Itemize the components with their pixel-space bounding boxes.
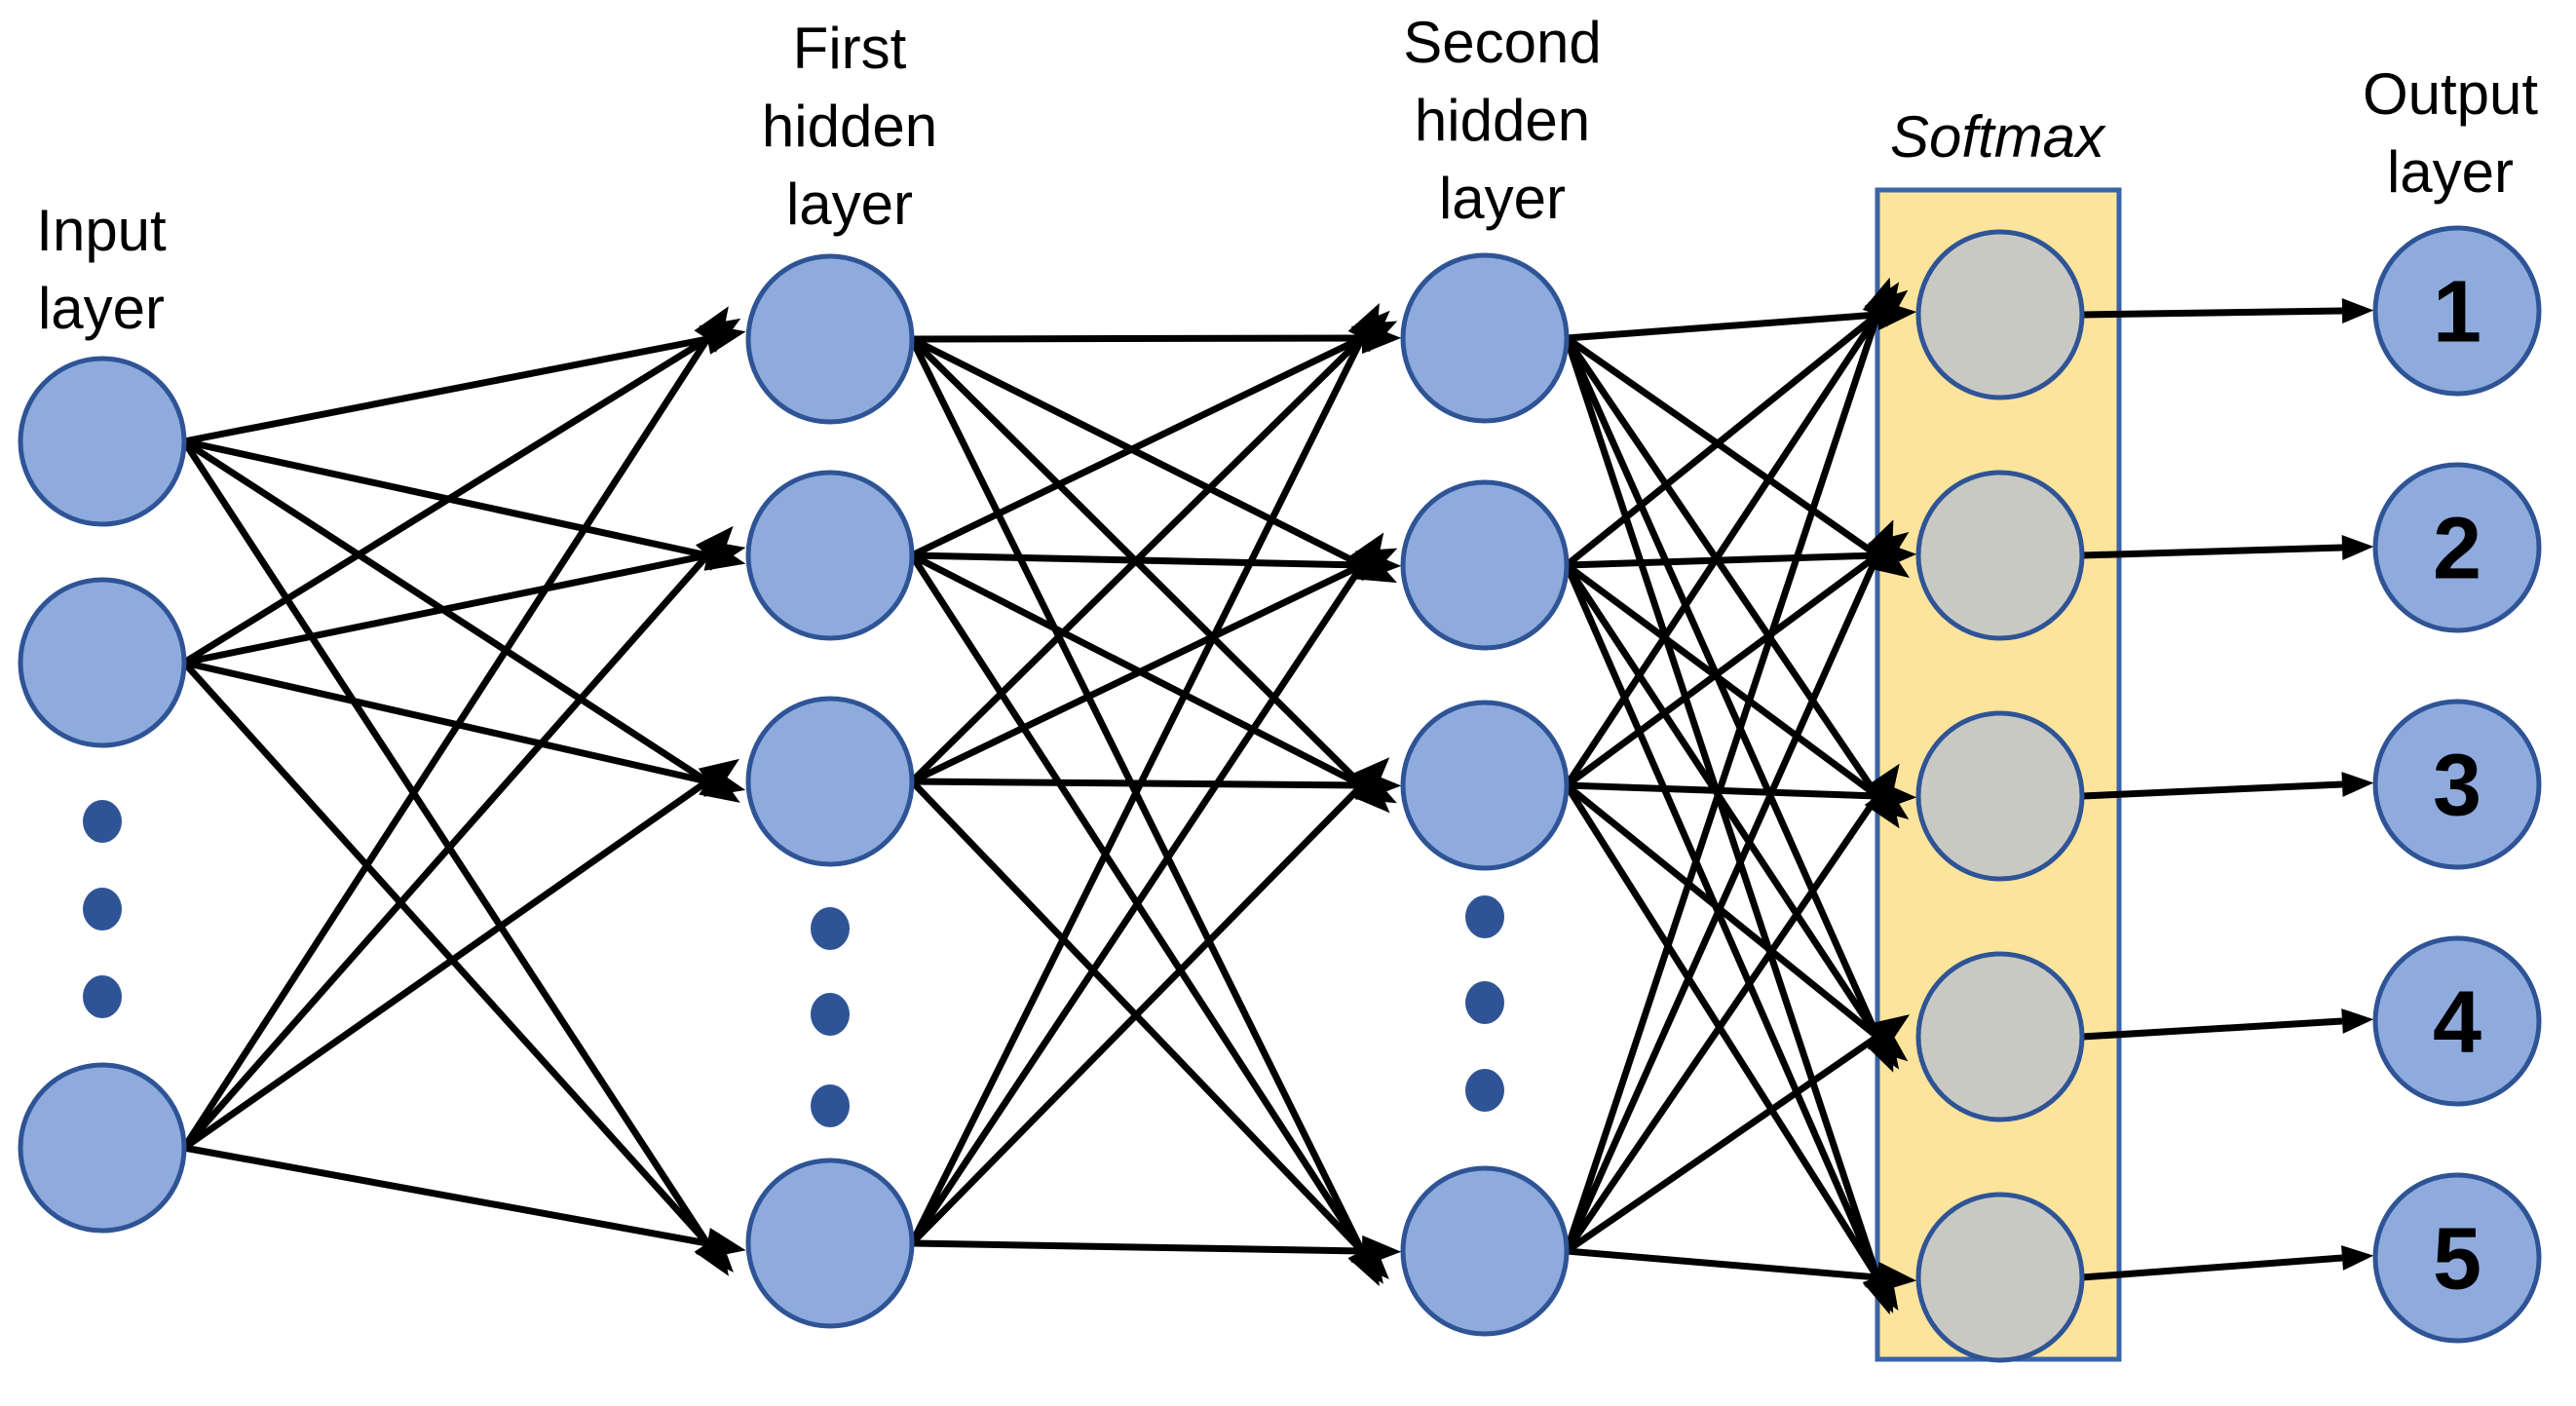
edges-softmax-output <box>2081 298 2374 1281</box>
edge-input-hidden1 <box>181 439 729 1276</box>
edge-hidden1-hidden2 <box>909 532 1384 1245</box>
edge-softmax-output <box>2081 772 2374 800</box>
input-ellipsis-dot-3 <box>83 975 122 1018</box>
second-hidden-layer-label: Second hidden layer <box>1403 10 1602 231</box>
input-node-3 <box>18 1062 187 1234</box>
edge-input-hidden1 <box>181 306 729 1150</box>
output-node-5 <box>2372 1172 2542 1344</box>
softmax-node-4 <box>1915 951 2085 1122</box>
softmax-label: Softmax <box>1889 104 2105 170</box>
edge-hidden1-hidden2 <box>911 322 1402 355</box>
edge-softmax-output <box>2081 1245 2374 1281</box>
output-layer-label: Output layer <box>2362 61 2539 205</box>
edge-hidden1-hidden2 <box>909 757 1390 1246</box>
input-node-2 <box>18 577 187 748</box>
edge-softmax-output <box>2081 535 2374 560</box>
hidden2-node-2 <box>1400 479 1570 651</box>
input-ellipsis-dot-2 <box>83 888 122 931</box>
hidden1-node-4 <box>745 1158 915 1329</box>
softmax-node-5 <box>1915 1192 2085 1363</box>
edge-input-hidden1 <box>183 1144 746 1259</box>
output-node-3 <box>2372 699 2542 870</box>
hidden1-node-3 <box>745 696 915 867</box>
edge-input-hidden1 <box>183 323 746 445</box>
edge-hidden2-softmax <box>1563 336 1893 1315</box>
edge-hidden2-softmax <box>1564 282 1900 787</box>
softmax-node-1 <box>1915 229 2085 400</box>
hidden1-ellipsis-dot-2 <box>811 993 850 1036</box>
hidden1-ellipsis-dot-1 <box>811 907 850 950</box>
output-node-1 <box>2372 225 2542 397</box>
edges-hidden1-hidden2 <box>908 302 1402 1287</box>
edge-input-hidden1 <box>181 758 739 1151</box>
hidden2-node-4 <box>1400 1165 1570 1337</box>
edge-softmax-output <box>2081 298 2374 323</box>
input-layer-label: Input layer <box>36 198 167 341</box>
edge-hidden2-softmax <box>1564 763 1900 1253</box>
edge-hidden2-softmax <box>1566 298 1917 342</box>
edge-hidden1-hidden2 <box>910 548 1398 785</box>
output-node-2 <box>2372 462 2542 633</box>
hidden2-ellipsis-dot-2 <box>1465 981 1504 1024</box>
output-node-label-4: 4 <box>2433 974 2481 1072</box>
hidden2-node-3 <box>1400 700 1570 871</box>
edge-hidden2-softmax <box>1564 563 1900 1070</box>
edge-hidden2-softmax <box>1563 277 1893 1253</box>
edge-hidden1-hidden2 <box>910 321 1398 559</box>
hidden2-ellipsis-dot-3 <box>1465 1069 1504 1112</box>
edge-hidden1-hidden2 <box>911 1235 1402 1268</box>
edge-hidden1-hidden2 <box>909 310 1390 784</box>
output-node-label-1: 1 <box>2433 264 2481 361</box>
edge-hidden2-softmax <box>1564 336 1900 829</box>
hidden1-node-1 <box>745 253 915 425</box>
hidden1-ellipsis-dot-3 <box>811 1084 850 1127</box>
output-node-label-5: 5 <box>2433 1211 2481 1309</box>
edge-input-hidden1 <box>183 659 746 797</box>
edge-hidden2-softmax <box>1564 532 1910 788</box>
input-node-1 <box>18 356 187 527</box>
edge-hidden2-softmax <box>1564 783 1899 1311</box>
edge-hidden1-hidden2 <box>908 302 1380 1245</box>
softmax-node-3 <box>1915 710 2085 882</box>
first-hidden-layer-label: First hidden layer <box>761 16 938 237</box>
edge-hidden2-softmax <box>1563 519 1894 1253</box>
edge-hidden1-hidden2 <box>910 335 1397 584</box>
edge-hidden2-softmax <box>1566 1247 1917 1294</box>
layer-softmax <box>1915 229 2085 1363</box>
edge-hidden2-softmax <box>1563 563 1894 1313</box>
edge-hidden2-softmax <box>1565 1014 1911 1254</box>
hidden2-node-1 <box>1400 252 1570 424</box>
hidden2-ellipsis-dot-1 <box>1465 895 1504 938</box>
edge-softmax-output <box>2081 1008 2374 1041</box>
edge-input-hidden1 <box>181 660 734 1273</box>
layer-hidden1 <box>745 253 915 1329</box>
edge-hidden2-softmax <box>1564 562 1910 820</box>
edges-input-hidden1 <box>181 306 746 1276</box>
edge-input-hidden1 <box>181 525 734 1151</box>
output-node-label-2: 2 <box>2433 501 2481 598</box>
softmax-node-2 <box>1915 470 2085 641</box>
edge-hidden2-softmax <box>1563 336 1894 1073</box>
edges-hidden2-softmax <box>1563 277 1917 1315</box>
layer-input <box>18 356 187 1234</box>
edge-input-hidden1 <box>183 540 746 666</box>
edge-input-hidden1 <box>182 318 741 665</box>
edge-hidden2-softmax <box>1564 335 1910 579</box>
layer-hidden2 <box>1400 252 1570 1337</box>
layer-output: 1 2 3 4 5 <box>2372 225 2542 1344</box>
output-node-label-3: 3 <box>2433 738 2481 835</box>
edge-hidden2-softmax <box>1566 539 1917 572</box>
output-node-4 <box>2372 935 2542 1107</box>
input-ellipsis-dot-1 <box>83 800 122 843</box>
edge-hidden2-softmax <box>1564 289 1909 568</box>
hidden1-node-2 <box>745 470 915 641</box>
